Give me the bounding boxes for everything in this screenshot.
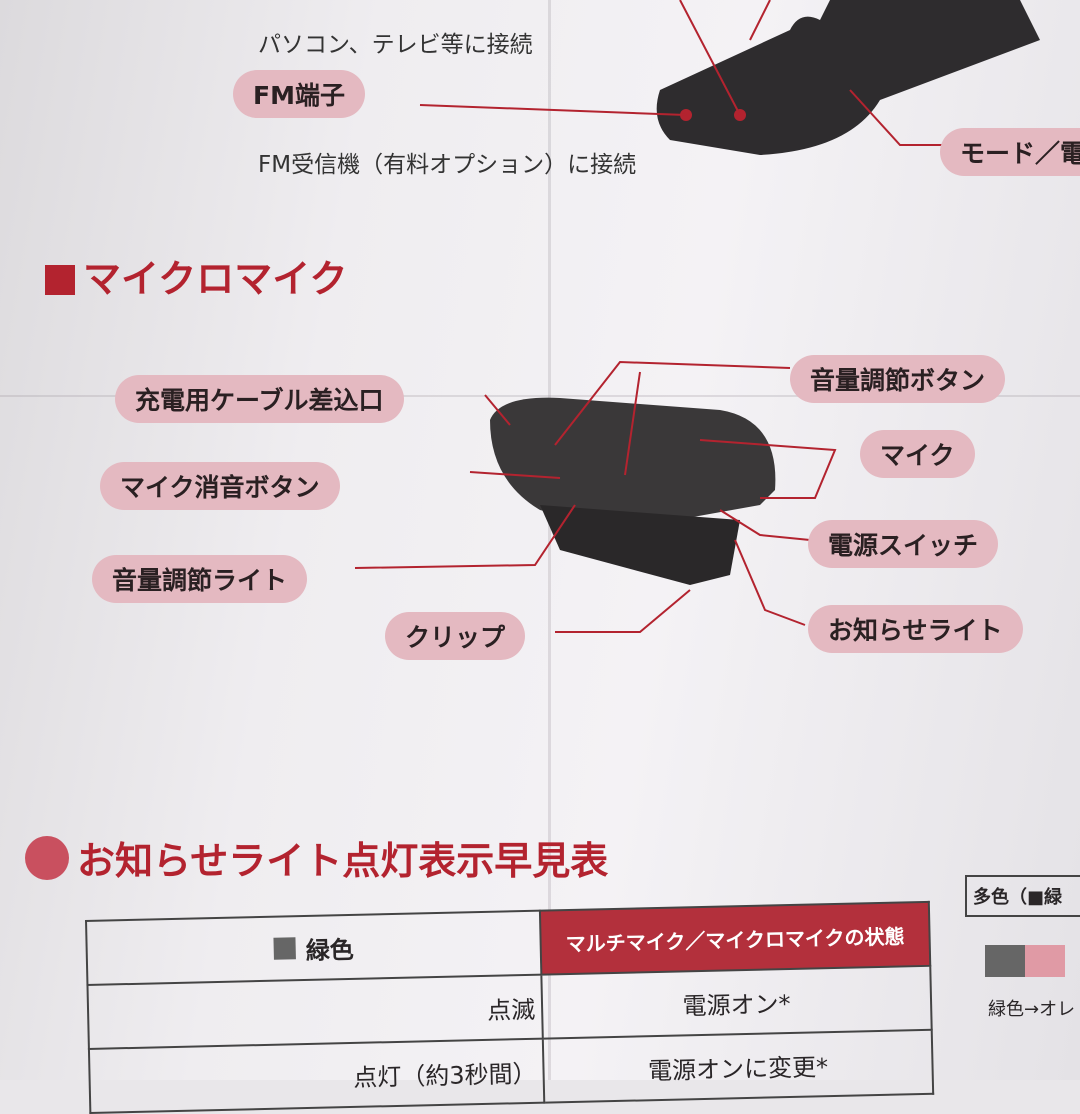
section-title-text: お知らせライト点灯表示早見表 bbox=[77, 839, 609, 883]
label-volume-light: 音量調節ライト bbox=[92, 555, 308, 603]
label-mic: マイク bbox=[860, 430, 975, 478]
circle-bullet-icon bbox=[25, 836, 69, 880]
label-clip: クリップ bbox=[385, 612, 526, 660]
side-table-header: 多色（■緑 bbox=[965, 875, 1080, 917]
label-mute-button: マイク消音ボタン bbox=[100, 462, 340, 510]
fold-line bbox=[0, 395, 1080, 397]
state-cell: 電源オン* bbox=[541, 965, 932, 1039]
mode-label: モード／電 bbox=[940, 128, 1080, 176]
state-cell: 電源オンに変更* bbox=[542, 1029, 934, 1103]
device-illustrations bbox=[354, 0, 1040, 633]
state-header: マルチマイク／マイクロマイクの状態 bbox=[539, 901, 931, 975]
label-charge-port: 充電用ケーブル差込口 bbox=[115, 375, 404, 423]
color-header: 緑色 bbox=[86, 910, 542, 985]
fm-description: FM受信機（有料オプション）に接続 bbox=[258, 152, 637, 178]
label-volume-button: 音量調節ボタン bbox=[790, 355, 1006, 403]
label-power-switch: 電源スイッチ bbox=[808, 520, 999, 568]
fm-terminal-label: FM端子 bbox=[233, 70, 365, 118]
swatch bbox=[985, 945, 1025, 977]
section-title-text: マイクロマイク bbox=[83, 257, 348, 301]
side-caption: 緑色→オレ bbox=[988, 999, 1076, 1020]
section-title-light-table: お知らせライト点灯表示早見表 bbox=[25, 830, 608, 885]
color-header-text: 緑色 bbox=[305, 935, 355, 965]
label-notice-light: お知らせライト bbox=[808, 605, 1023, 653]
green-swatch bbox=[273, 936, 296, 960]
section-title-micro-mic: マイクロマイク bbox=[45, 248, 347, 303]
fold-line bbox=[548, 0, 551, 1080]
pattern-cell: 点灯（約3秒間） bbox=[88, 1038, 545, 1113]
swatch bbox=[1025, 945, 1065, 977]
connect-pc-text: パソコン、テレビ等に接続 bbox=[258, 32, 533, 58]
square-bullet-icon bbox=[45, 265, 75, 295]
pattern-cell: 点滅 bbox=[87, 974, 543, 1049]
light-table: 緑色 マルチマイク／マイクロマイクの状態 点滅電源オン* 点灯（約3秒間）電源オ… bbox=[85, 901, 934, 1114]
